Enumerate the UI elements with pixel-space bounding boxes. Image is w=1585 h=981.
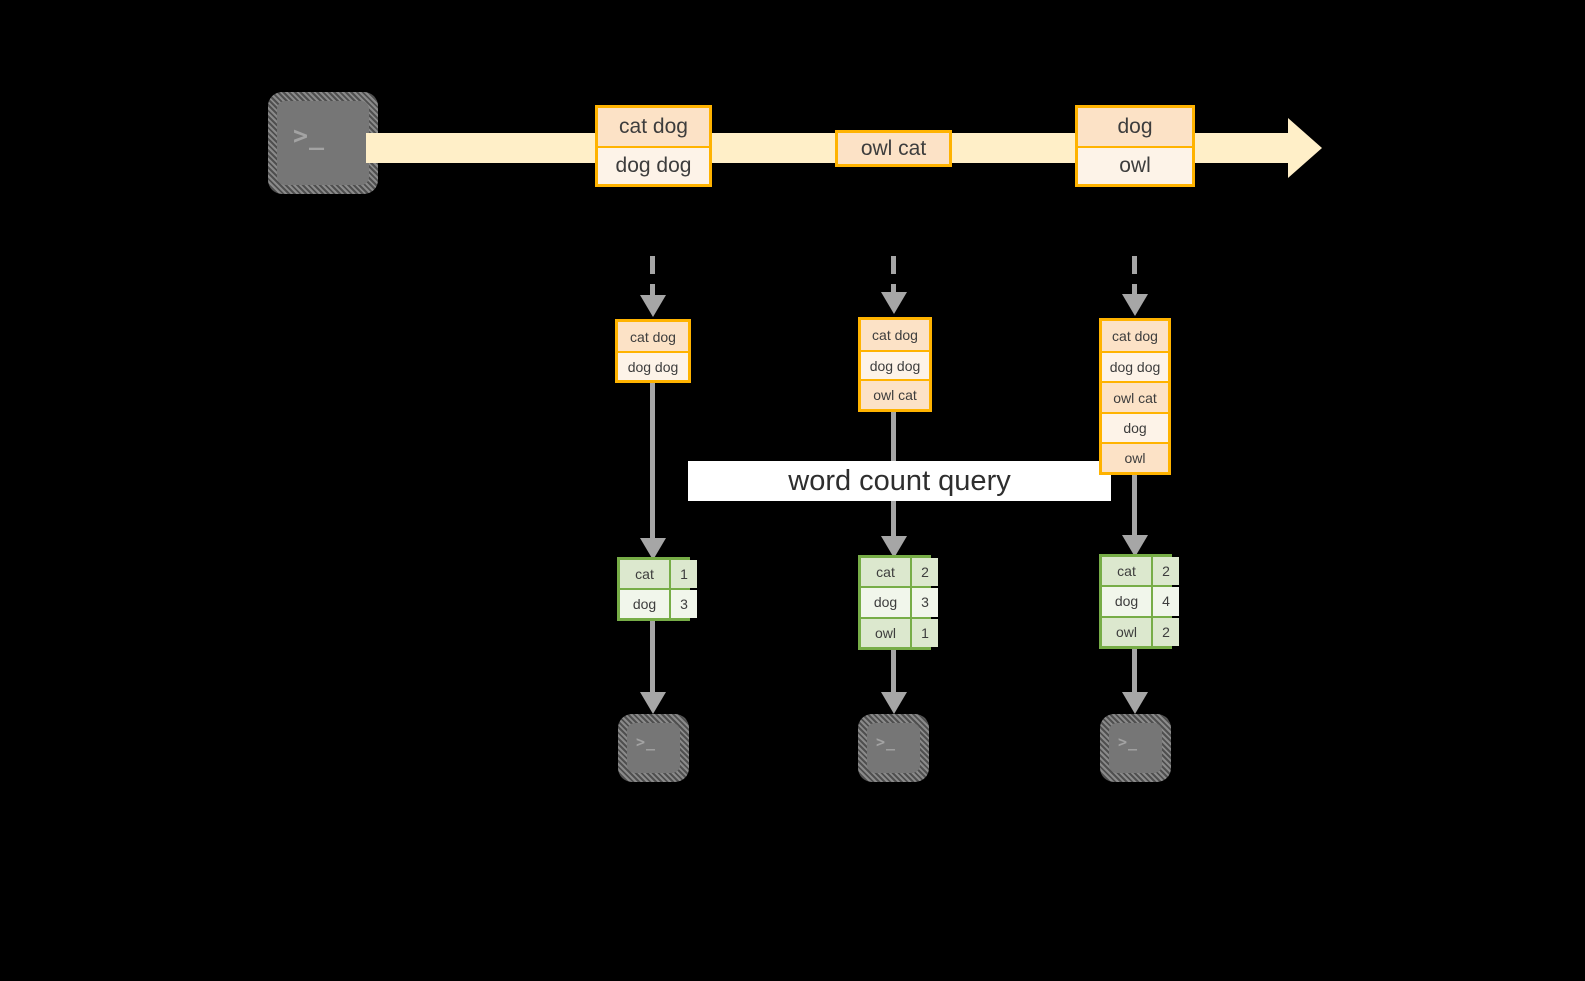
word-counts-3[interactable]: cat 2 dog 4 owl 2 [1099,554,1179,649]
count-cell: 1 [910,618,938,647]
input-records-1-line-1: cat dog [618,322,688,351]
table-row: owl 1 [861,616,938,647]
word-counts-1[interactable]: cat 1 dog 3 [617,557,697,621]
table-row: dog 4 [1102,585,1179,616]
input-records-2-line-3: owl cat [861,379,929,410]
count-cell: 3 [910,588,938,617]
word-counts-2[interactable]: cat 2 dog 3 owl 1 [858,555,938,650]
input-records-2-line-2: dog dog [861,349,929,380]
feed-line-3 [1132,256,1137,302]
table-row: dog 3 [861,586,938,617]
input-records-2-line-1: cat dog [861,320,929,350]
terminal-prompt-glyph: >_ [636,733,657,751]
word-cell: dog [620,590,669,618]
feed-line-3-arrow-icon [1122,294,1148,316]
input-records-1-line-2: dog dog [618,351,688,380]
input-records-3-line-3: owl cat [1102,381,1168,412]
stream-event-2[interactable]: owl cat [835,130,952,167]
table-row: cat 2 [861,558,938,587]
word-cell: cat [1102,557,1151,586]
feed-line-2 [891,256,896,302]
stream-arrow-head-icon [1288,118,1322,178]
terminal-prompt-glyph: >_ [876,733,897,751]
sink-line-3 [1132,649,1137,701]
feed-line-2-arrow-icon [881,292,907,314]
sink-line-2 [891,650,896,701]
sink-line-1 [650,621,655,701]
query-line-1 [650,383,655,550]
table-row: dog 3 [620,588,697,618]
stream-event-3-line-1: dog [1078,108,1192,146]
count-cell: 2 [1151,617,1179,646]
query-line-2-arrow-icon [881,536,907,558]
word-cell: owl [861,618,910,647]
count-cell: 3 [669,590,697,618]
stream-event-3-line-2: owl [1078,146,1192,184]
count-cell: 4 [1151,587,1179,616]
count-cell: 1 [669,560,697,588]
sink-terminal-icon-2: >_ [858,714,929,782]
word-cell: cat [861,558,910,587]
sink-terminal-icon-1: >_ [618,714,689,782]
table-row: cat 1 [620,560,697,588]
input-records-3[interactable]: cat dog dog dog owl cat dog owl [1099,318,1171,475]
count-cell: 2 [910,558,938,587]
feed-line-1-arrow-icon [640,295,666,317]
word-cell: owl [1102,617,1151,646]
sink-line-2-arrow-icon [881,692,907,714]
stream-event-1-line-2: dog dog [598,146,709,184]
input-records-1[interactable]: cat dog dog dog [615,319,691,383]
query-line-3 [1132,475,1137,548]
stream-event-2-line-1: owl cat [838,133,949,164]
query-banner: word count query [688,461,1111,501]
count-cell: 2 [1151,557,1179,586]
table-row: cat 2 [1102,557,1179,586]
terminal-prompt-glyph: >_ [293,121,326,150]
word-cell: cat [620,560,669,588]
sink-line-3-arrow-icon [1122,692,1148,714]
word-cell: dog [861,588,910,617]
source-terminal-icon: >_ [268,92,378,194]
stream-event-3[interactable]: dog owl [1075,105,1195,187]
query-line-3-arrow-icon [1122,535,1148,557]
input-records-3-line-2: dog dog [1102,351,1168,382]
input-records-3-line-1: cat dog [1102,321,1168,352]
stream-event-1-line-1: cat dog [598,108,709,146]
word-cell: dog [1102,587,1151,616]
table-row: owl 2 [1102,615,1179,646]
sink-terminal-icon-3: >_ [1100,714,1171,782]
query-line-1-arrow-icon [640,538,666,560]
input-records-2[interactable]: cat dog dog dog owl cat [858,317,932,412]
terminal-prompt-glyph: >_ [1118,733,1139,751]
input-records-3-line-5: owl [1102,441,1168,473]
input-records-3-line-4: dog [1102,411,1168,442]
stream-event-1[interactable]: cat dog dog dog [595,105,712,187]
query-banner-label: word count query [788,464,1011,497]
sink-line-1-arrow-icon [640,692,666,714]
feed-line-1 [650,256,655,302]
